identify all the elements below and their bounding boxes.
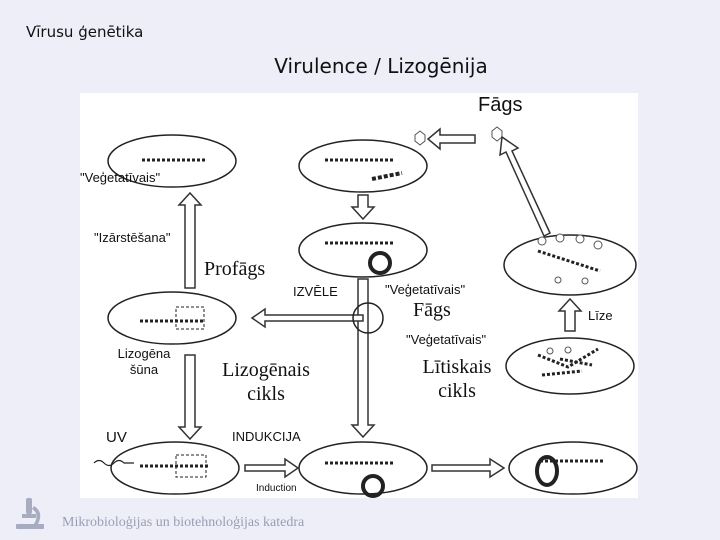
cell-vegetative-top-mid xyxy=(298,139,428,193)
label-vegetative-phage: "Veģetatīvais" xyxy=(385,282,466,297)
label-phage-top: Fāgs xyxy=(478,94,523,116)
label-induction: INDUKCIJA xyxy=(232,429,301,444)
cell-choice xyxy=(298,222,428,278)
label-vegetative-top: "Veģetatīvais" xyxy=(80,170,161,185)
label-phage-mid: Fāgs xyxy=(413,299,451,321)
slide-section-label: Vīrusu ģenētika xyxy=(26,23,144,41)
label-lysogenic-strain: Lizogēna šūna xyxy=(117,346,171,377)
diagram-artwork xyxy=(93,126,638,498)
microscope-icon xyxy=(16,498,44,529)
label-uv: UV xyxy=(106,429,127,446)
slide-title: Virulence / Lizogēnija xyxy=(274,54,488,78)
cell-lysis xyxy=(503,234,637,296)
cell-induced-left xyxy=(110,441,240,495)
footer: Mikrobioloģijas un biotehnoloģijas kated… xyxy=(12,494,412,534)
label-vegetative-lytic: "Veģetatīvais" xyxy=(406,332,487,347)
cell-lysogen xyxy=(107,291,237,345)
cell-induced-right xyxy=(508,441,638,495)
label-lysogenic-cycle: Lizogēnais cikls xyxy=(222,359,310,405)
phage-cycle-diagram: Fāgs "Veģetatīvais" "Izārstēšana" Profāg… xyxy=(80,93,638,498)
cell-lytic xyxy=(505,337,635,395)
label-choice: IZVĒLE xyxy=(293,284,338,299)
label-lytic-cycle: Lītiskais cikls xyxy=(422,356,492,402)
label-lysis: Līze xyxy=(588,308,613,323)
footer-department: Mikrobioloģijas un biotehnoloģijas kated… xyxy=(62,515,305,530)
label-induction-small: Induction xyxy=(256,483,297,494)
label-excision: "Izārstēšana" xyxy=(94,230,171,245)
label-prophage: Profāgs xyxy=(204,258,266,280)
